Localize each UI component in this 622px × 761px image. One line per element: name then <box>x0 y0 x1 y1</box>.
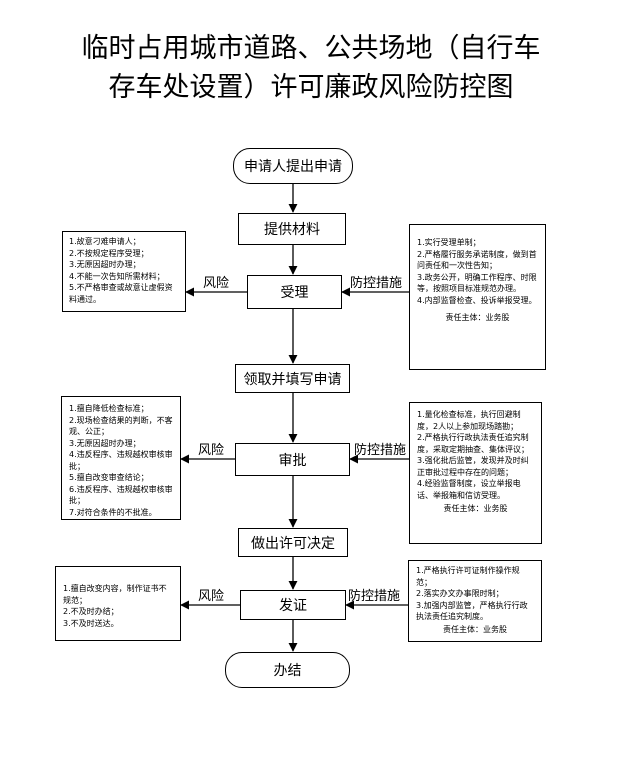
control-item: 2.落实办文办事限时制； <box>416 589 504 598</box>
control-item: 3.政务公开，明确工作程序、时限等，按照项目标准规范办理。 <box>417 272 537 294</box>
control-item: 3.加强内部监管，严格执行行政执法责任追究制度。 <box>416 600 528 622</box>
responsible-party: 责任主体：业务股 <box>443 504 508 513</box>
risk-item: 3.无原因超时办理； <box>69 438 141 448</box>
control-box-issue: 1.严格执行许可证制作操作规范； 2.落实办文办事限时制； 3.加强内部监管，严… <box>408 560 542 642</box>
risk-item: 4.违反程序、违规越权审核审批； <box>69 450 173 471</box>
step-accept: 受理 <box>247 275 342 309</box>
risk-box-approve: 1.擅自降低检查标准； 2.现场检查结果的判断，不客观、公正； 3.无原因超时办… <box>61 396 181 520</box>
risk-label-issue: 风险 <box>198 589 225 604</box>
step-approve: 审批 <box>235 443 350 476</box>
control-item: 4.经验监督制度，设立举报电话、举报箱和信访受理。 <box>417 479 521 500</box>
step-fill-application: 领取并填写申请 <box>235 364 350 393</box>
control-item: 1.量化检查标准，执行回避制度，2人以上参加现场踏勘； <box>417 410 521 431</box>
risk-item: 1.擅自降低检查标准； <box>69 404 149 413</box>
risk-label-approve: 风险 <box>198 443 225 458</box>
risk-item: 1.擅自改变内容，制作证书不规范； <box>63 584 167 605</box>
responsible-party: 责任主体：业务股 <box>443 624 507 634</box>
risk-item: 2.现场检查结果的判断，不客观、公正； <box>69 415 173 437</box>
step-provide-materials: 提供材料 <box>238 213 346 245</box>
risk-item: 5.不严格审查或故意让虚假资料通过。 <box>69 283 173 304</box>
risk-item: 3.无原因超时办理； <box>69 260 141 269</box>
step-permit-decision: 做出许可决定 <box>238 528 348 557</box>
risk-item: 3.不及时送达。 <box>63 618 119 628</box>
control-item: 4.内部监督检查、投诉举报受理。 <box>417 295 537 305</box>
risk-label-accept: 风险 <box>203 276 230 291</box>
control-box-accept: 1.实行受理单制； 2.严格履行服务承诺制度，做到首问责任和一次性告知； 3.政… <box>409 224 546 370</box>
risk-item: 6.违反程序、违规越权审核审批； <box>69 484 173 506</box>
responsible-party: 责任主体：业务股 <box>445 313 510 322</box>
control-label-issue: 防控措施 <box>348 589 401 604</box>
step-issue-certificate: 发证 <box>240 590 346 620</box>
control-item: 1.实行受理单制； <box>417 238 481 247</box>
risk-item: 4.不能一次告知所需材料； <box>69 271 165 281</box>
page-title-line-2: 存车处设置）许可廉政风险防控图 <box>108 72 514 103</box>
risk-item: 2.不按规定程序受理； <box>69 248 149 258</box>
control-item: 2.严格执行行政执法责任追究制度，采取定期抽查、集体评议； <box>417 433 529 454</box>
end-node: 办结 <box>225 652 350 688</box>
control-item: 2.严格履行服务承诺制度，做到首问责任和一次性告知； <box>417 249 537 271</box>
start-node: 申请人提出申请 <box>233 148 353 184</box>
control-label-approve: 防控措施 <box>354 443 407 458</box>
risk-item: 7.对符合条件的不批准。 <box>69 507 157 517</box>
risk-item: 2.不及时办结； <box>63 607 119 616</box>
risk-box-issue: 1.擅自改变内容，制作证书不规范； 2.不及时办结； 3.不及时送达。 <box>55 566 181 641</box>
risk-box-accept: 1.故意刁难申请人； 2.不按规定程序受理； 3.无原因超时办理； 4.不能一次… <box>62 231 186 312</box>
control-label-accept: 防控措施 <box>350 276 403 291</box>
control-box-approve: 1.量化检查标准，执行回避制度，2人以上参加现场踏勘； 2.严格执行行政执法责任… <box>409 402 542 544</box>
control-item: 3.强化批后监管，发现并及时纠正审批过程中存在的问题； <box>417 456 529 477</box>
page-title-line-1: 临时占用城市道路、公共场地（自行车 <box>81 33 541 64</box>
risk-item: 1.故意刁难申请人； <box>69 237 141 246</box>
control-item: 1.严格执行许可证制作操作规范； <box>416 566 520 587</box>
risk-item: 5.擅自改变审查结论； <box>69 473 149 482</box>
